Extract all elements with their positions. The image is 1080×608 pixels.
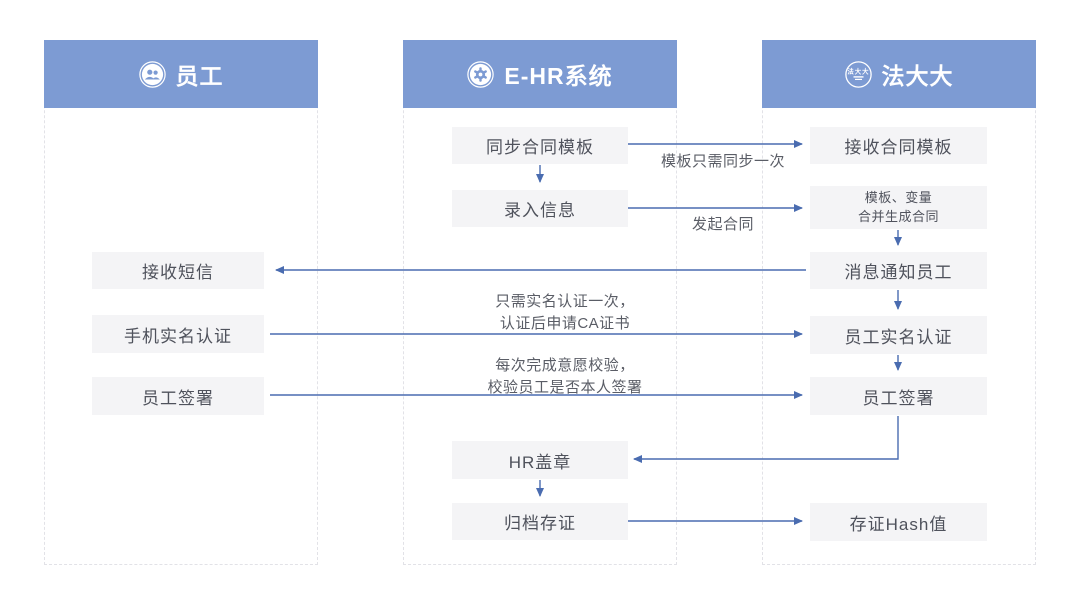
node-hash-value-label: 存证Hash值 xyxy=(849,514,948,534)
node-employee-auth: 员工实名认证 xyxy=(810,316,987,354)
lane-employee-header: 员工 xyxy=(44,40,318,108)
node-notify-employee: 消息通知员工 xyxy=(810,252,987,289)
note-auth-once-line2: 认证后申请CA证书 xyxy=(499,314,631,332)
fadada-logo-icon: 法大大 xyxy=(844,60,872,88)
node-notify-employee-label: 消息通知员工 xyxy=(844,263,953,282)
node-employee-sign-right-label: 员工签署 xyxy=(862,388,935,408)
node-hr-stamp: HR盖章 xyxy=(452,441,628,479)
node-hr-stamp-label: HR盖章 xyxy=(508,452,572,472)
node-enter-info-label: 录入信息 xyxy=(504,201,576,220)
note-sync-once-text: 模板只需同步一次 xyxy=(660,153,785,170)
lane-ehr-header: E-HR系统 xyxy=(403,40,677,108)
node-merge-generate: 模板、变量 合并生成合同 xyxy=(810,186,987,229)
node-employee-sign-right: 员工签署 xyxy=(810,377,987,415)
note-initiate-contract-text: 发起合同 xyxy=(691,216,754,233)
node-merge-line2: 合并生成合同 xyxy=(857,208,939,224)
node-receive-sms-label: 接收短信 xyxy=(142,263,214,282)
lane-employee: 员工 xyxy=(44,40,318,565)
note-verify-line1: 每次完成意愿校验， xyxy=(495,357,635,374)
note-sync-once: 模板只需同步一次 xyxy=(630,151,816,173)
node-receive-template-label: 接收合同模板 xyxy=(844,138,953,157)
note-verify-willingness: 每次完成意愿校验， 校验员工是否本人签署 xyxy=(445,355,685,399)
node-sync-template-label: 同步合同模板 xyxy=(486,138,594,157)
node-archive-label: 归档存证 xyxy=(504,514,576,533)
svg-text:法大大: 法大大 xyxy=(847,66,869,75)
node-receive-sms: 接收短信 xyxy=(92,252,264,289)
lane-fadada-title: 法大大 xyxy=(881,63,954,89)
node-mobile-auth-label: 手机实名认证 xyxy=(124,326,232,346)
node-sync-template: 同步合同模板 xyxy=(452,127,628,164)
node-employee-auth-label: 员工实名认证 xyxy=(844,327,953,347)
note-verify-line2: 校验员工是否本人签署 xyxy=(487,378,643,396)
lane-employee-title: 员工 xyxy=(175,63,224,89)
lane-fadada: 法大大 法大大 xyxy=(762,40,1036,565)
note-auth-once: 只需实名认证一次， 认证后申请CA证书 xyxy=(445,291,685,335)
note-auth-once-line1: 只需实名认证一次， xyxy=(495,293,635,310)
node-archive: 归档存证 xyxy=(452,503,628,540)
node-merge-line1: 模板、变量 xyxy=(864,190,933,206)
note-initiate-contract: 发起合同 xyxy=(630,214,816,236)
node-enter-info: 录入信息 xyxy=(452,190,628,227)
node-receive-template: 接收合同模板 xyxy=(810,127,987,164)
node-hash-value: 存证Hash值 xyxy=(810,503,987,541)
node-employee-sign-left: 员工签署 xyxy=(92,377,264,415)
lane-ehr-title: E-HR系统 xyxy=(504,63,613,89)
lane-fadada-header: 法大大 法大大 xyxy=(762,40,1036,108)
gear-icon xyxy=(467,60,495,88)
node-mobile-auth: 手机实名认证 xyxy=(92,315,264,353)
node-employee-sign-left-label: 员工签署 xyxy=(142,388,214,408)
users-icon xyxy=(138,60,166,88)
